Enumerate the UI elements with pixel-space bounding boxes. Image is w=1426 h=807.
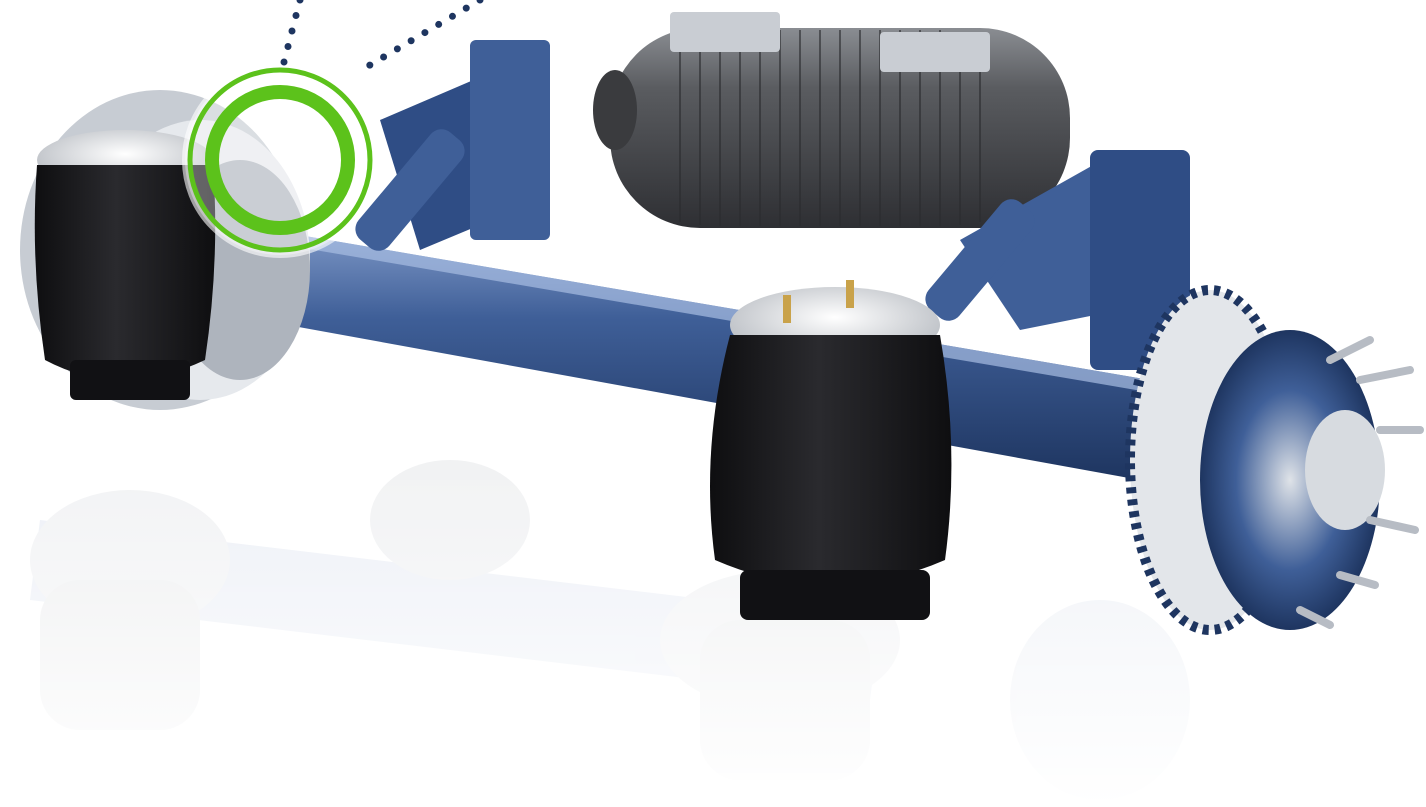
- callout-highlight: [182, 62, 378, 258]
- dotted-leader-lines: [280, 0, 484, 72]
- tank-strap-left: [670, 12, 780, 52]
- shock-absorber-left: [355, 129, 465, 251]
- air-spring-center: [710, 280, 952, 620]
- brake-disc-right: [1125, 285, 1424, 635]
- shock-absorber-right: [925, 199, 1035, 321]
- air-tank: [593, 12, 1070, 228]
- air-spring-left: [34, 130, 216, 400]
- tank-strap-right: [880, 32, 990, 72]
